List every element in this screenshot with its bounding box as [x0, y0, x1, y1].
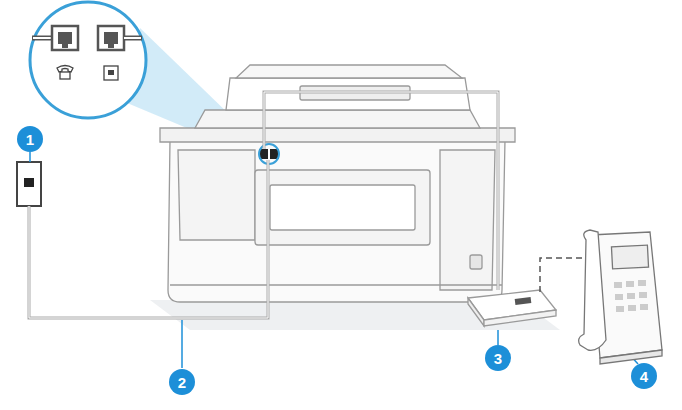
callout-number: 4	[640, 369, 648, 384]
phone-cord-core	[264, 92, 498, 290]
callout-badge: 3	[485, 345, 511, 371]
telephone	[579, 230, 662, 364]
callout-badge: 4	[631, 363, 657, 389]
callout-badge: 1	[17, 126, 43, 152]
phone-cord	[29, 160, 268, 318]
printer	[160, 65, 515, 302]
leader-line	[497, 330, 499, 345]
optional-cord	[540, 258, 585, 292]
phone-cord-core	[29, 160, 268, 318]
phone-cord	[264, 92, 498, 290]
callout-number: 1	[26, 132, 34, 147]
callout-number: 2	[178, 375, 186, 390]
leader-line	[181, 320, 183, 368]
wall-jack	[17, 162, 41, 206]
leader-line	[29, 152, 31, 162]
callout-number: 3	[494, 351, 502, 366]
port-inset	[30, 2, 146, 118]
answering-machine	[468, 290, 556, 326]
callout-badge: 2	[169, 369, 195, 395]
